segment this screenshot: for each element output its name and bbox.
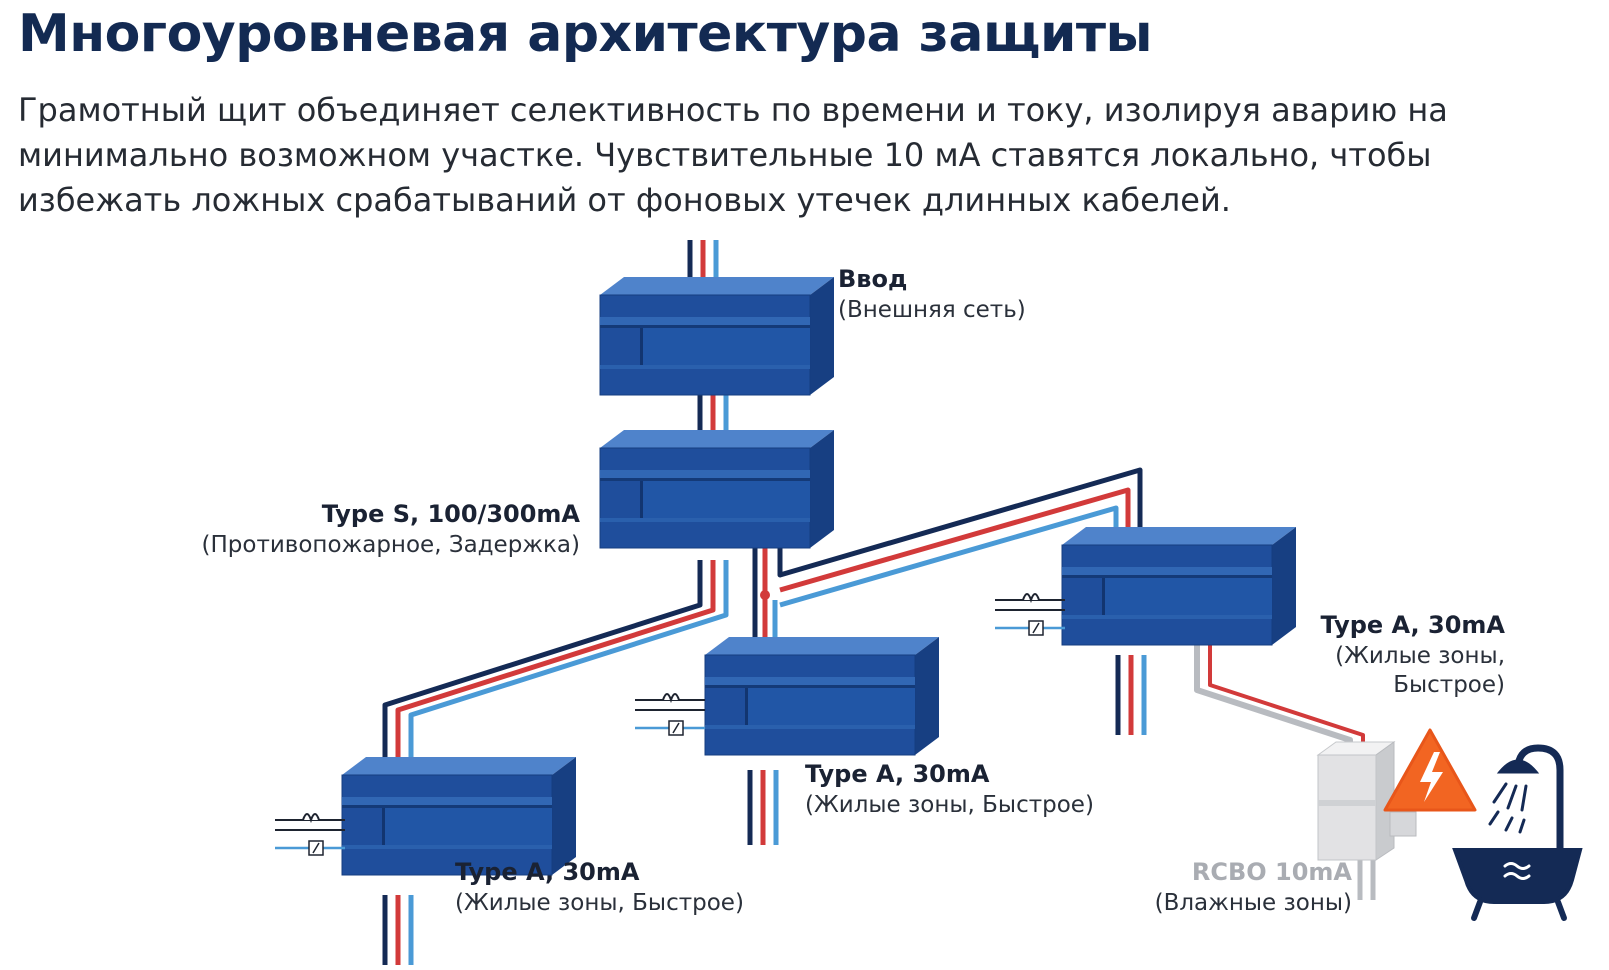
rcbo-note: (Влажные зоны) <box>1155 890 1352 916</box>
rcd-middle-module <box>704 636 940 756</box>
rcd-right-note-line1: (Жилые зоны, <box>1335 643 1505 669</box>
rcd-right-note-line2: Быстрое) <box>1393 672 1505 698</box>
page-title: Многоуровневая архитектура защиты <box>18 4 1153 64</box>
description-line: минимально возможном участке. Чувствител… <box>18 136 1432 174</box>
leakage-current-symbol-icon <box>993 592 1067 637</box>
page-description: Грамотный щит объединяет селективность п… <box>18 88 1588 223</box>
leakage-current-symbol-icon <box>633 692 707 737</box>
bathtub-shower-icon <box>1452 744 1583 921</box>
main-rcd-note: (Противопожарное, Задержка) <box>202 532 581 558</box>
main-rcd-label: Type S, 100/300mA <box>322 500 581 528</box>
rcd-middle-note: (Жилые зоны, Быстрое) <box>805 792 1094 818</box>
description-line: Грамотный щит объединяет селективность п… <box>18 91 1448 129</box>
rcbo-label: RCBO 10mA <box>1192 858 1353 886</box>
input-label: Ввод <box>838 265 907 293</box>
leakage-current-symbol-icon <box>273 812 347 857</box>
rcd-right-module <box>1061 526 1297 646</box>
high-voltage-warning-icon <box>1383 728 1477 812</box>
rcd-left-note: (Жилые зоны, Быстрое) <box>455 890 744 916</box>
description-line: избежать ложных срабатываний от фоновых … <box>18 181 1231 219</box>
rcbo-device <box>1316 741 1417 861</box>
rcd-right-label: Type A, 30mA <box>1321 611 1506 639</box>
rcd-middle-label: Type A, 30mA <box>805 760 990 788</box>
main-rcd-module <box>599 429 835 549</box>
input-note: (Внешняя сеть) <box>838 297 1026 323</box>
rcd-left-label: Type A, 30mA <box>455 858 640 886</box>
input-module <box>599 276 835 396</box>
